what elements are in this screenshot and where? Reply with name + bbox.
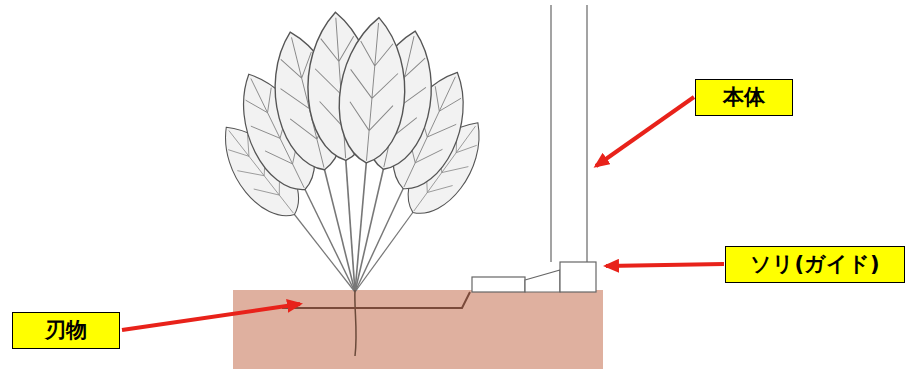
part-label: 刃物 [45,319,87,342]
part-label: 本体 [723,86,765,109]
blade [282,292,470,308]
soil [233,290,603,369]
part-label-box: 本体 [695,79,793,116]
leader-arrows [122,97,724,330]
part-label-box: 刃物 [12,312,120,349]
root [355,290,356,356]
harvester [472,5,596,292]
part-label-box: ソリ(ガイド) [725,246,905,283]
part-label: ソリ(ガイド) [750,253,879,276]
spinach-plant [207,10,498,356]
